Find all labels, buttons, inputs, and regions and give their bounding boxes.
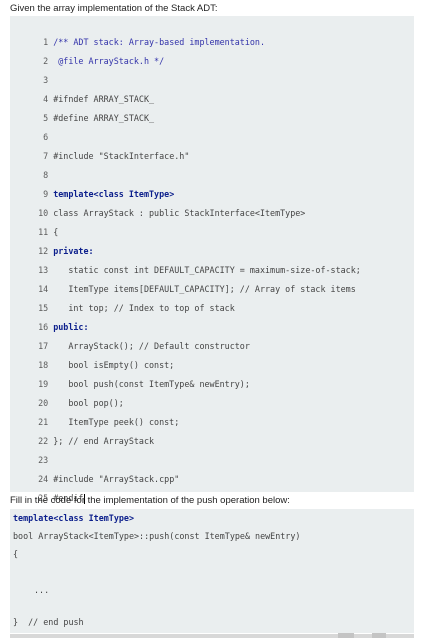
text-cursor: [84, 493, 86, 504]
code-line: 9 template<class ItemType>: [10, 166, 174, 199]
code-line: 21 ItemType peek() const;: [10, 394, 179, 427]
line-number: 12: [38, 246, 49, 256]
line-number: 2: [43, 56, 49, 66]
code-line: 10 class ArrayStack : public StackInterf…: [10, 185, 305, 218]
code-text: public:: [53, 322, 89, 332]
line-number: 10: [38, 208, 49, 218]
code-line: 7 #include "StackInterface.h": [10, 128, 189, 161]
question-intro: Given the array implementation of the St…: [10, 3, 218, 14]
code-line: 23: [10, 432, 48, 465]
code-line: 12 private:: [10, 223, 93, 256]
code-text: static const int DEFAULT_CAPACITY = maxi…: [68, 265, 361, 275]
code-text: bool isEmpty() const;: [68, 360, 175, 370]
code-text: bool push(const ItemType& newEntry);: [68, 379, 250, 389]
code-listing: 1 /** ADT stack: Array-based implementat…: [10, 14, 414, 504]
line-number: 1: [43, 37, 49, 47]
line-number: 4: [43, 94, 49, 104]
line-number: 11: [38, 227, 49, 237]
editor-footer-bar: [10, 634, 414, 638]
code-line: 5 #define ARRAY_STACK_: [10, 90, 154, 123]
line-number: 14: [38, 284, 49, 294]
line-number: 6: [43, 132, 49, 142]
answer-text: } // end push: [13, 617, 84, 627]
code-text: bool pop();: [68, 398, 124, 408]
line-number: 22: [38, 436, 49, 446]
code-line: 20 bool pop();: [10, 375, 124, 408]
code-text: ItemType peek() const;: [68, 417, 180, 427]
line-number: 19: [38, 379, 49, 389]
code-line: 11 {: [10, 204, 58, 237]
line-number: 23: [38, 455, 49, 465]
code-line: 3: [10, 52, 48, 85]
line-number: 17: [38, 341, 49, 351]
fill-prompt: Fill in the code for the implementation …: [10, 495, 290, 506]
answer-text: {: [13, 549, 19, 559]
answer-line: template<class ItemType>: [13, 509, 134, 527]
answer-line: {: [13, 545, 18, 563]
line-number: 24: [38, 474, 49, 484]
code-line: 25 #endif: [10, 470, 86, 504]
code-text: #include "ArrayStack.cpp": [53, 474, 180, 484]
code-text: @file ArrayStack.h */: [53, 56, 165, 66]
answer-text: template<class ItemType>: [13, 513, 135, 523]
line-number: 20: [38, 398, 49, 408]
code-line: 6: [10, 109, 48, 142]
line-number: 21: [38, 417, 49, 427]
code-line: 8: [10, 147, 48, 180]
code-text: #ifndef ARRAY_STACK_: [53, 94, 155, 104]
code-line: 15 int top; // Index to top of stack: [10, 280, 235, 313]
code-text: ItemType items[DEFAULT_CAPACITY]; // Arr…: [68, 284, 356, 294]
code-text: #define ARRAY_STACK_: [53, 113, 155, 123]
code-line: 24 #include "ArrayStack.cpp": [10, 451, 179, 484]
code-text: template<class ItemType>: [53, 189, 175, 199]
line-number: 7: [43, 151, 49, 161]
line-number: 15: [38, 303, 49, 313]
line-number: 3: [43, 75, 49, 85]
line-number: 13: [38, 265, 49, 275]
code-text: #include "StackInterface.h": [53, 151, 190, 161]
answer-line: } // end push: [13, 613, 84, 631]
code-line: 17 ArrayStack(); // Default constructor: [10, 318, 250, 351]
line-number: 8: [43, 170, 49, 180]
code-line: 22 }; // end ArrayStack: [10, 413, 154, 446]
code-text: class ArrayStack : public StackInterface…: [53, 208, 306, 218]
line-number: 25: [38, 493, 49, 503]
answer-line: bool ArrayStack<ItemType>::push(const It…: [13, 527, 300, 545]
answer-line: ...: [34, 581, 49, 599]
answer-text: bool ArrayStack<ItemType>::push(const It…: [13, 531, 301, 541]
code-line: 2 @file ArrayStack.h */: [10, 33, 164, 66]
code-line: 19 bool push(const ItemType& newEntry);: [10, 356, 250, 389]
footer-tab[interactable]: [372, 633, 386, 638]
footer-tab[interactable]: [338, 633, 354, 638]
code-text: }; // end ArrayStack: [53, 436, 155, 446]
line-number: 9: [43, 189, 49, 199]
code-line: 1 /** ADT stack: Array-based implementat…: [10, 14, 265, 47]
code-text: {: [53, 227, 59, 237]
answer-text: ...: [34, 585, 50, 595]
code-line: 4 #ifndef ARRAY_STACK_: [10, 71, 154, 104]
code-text: #endif: [53, 493, 84, 503]
code-text: /** ADT stack: Array-based implementatio…: [53, 37, 265, 47]
line-number: 18: [38, 360, 49, 370]
code-line: 18 bool isEmpty() const;: [10, 337, 174, 370]
code-text: int top; // Index to top of stack: [68, 303, 235, 313]
code-line: 16 public:: [10, 299, 88, 332]
line-number: 5: [43, 113, 49, 123]
line-number: 16: [38, 322, 49, 332]
answer-code-editor[interactable]: template<class ItemType> bool ArrayStack…: [10, 509, 414, 633]
code-text: private:: [53, 246, 94, 256]
code-line: 14 ItemType items[DEFAULT_CAPACITY]; // …: [10, 261, 356, 294]
code-text: ArrayStack(); // Default constructor: [68, 341, 250, 351]
code-line: 13 static const int DEFAULT_CAPACITY = m…: [10, 242, 361, 275]
